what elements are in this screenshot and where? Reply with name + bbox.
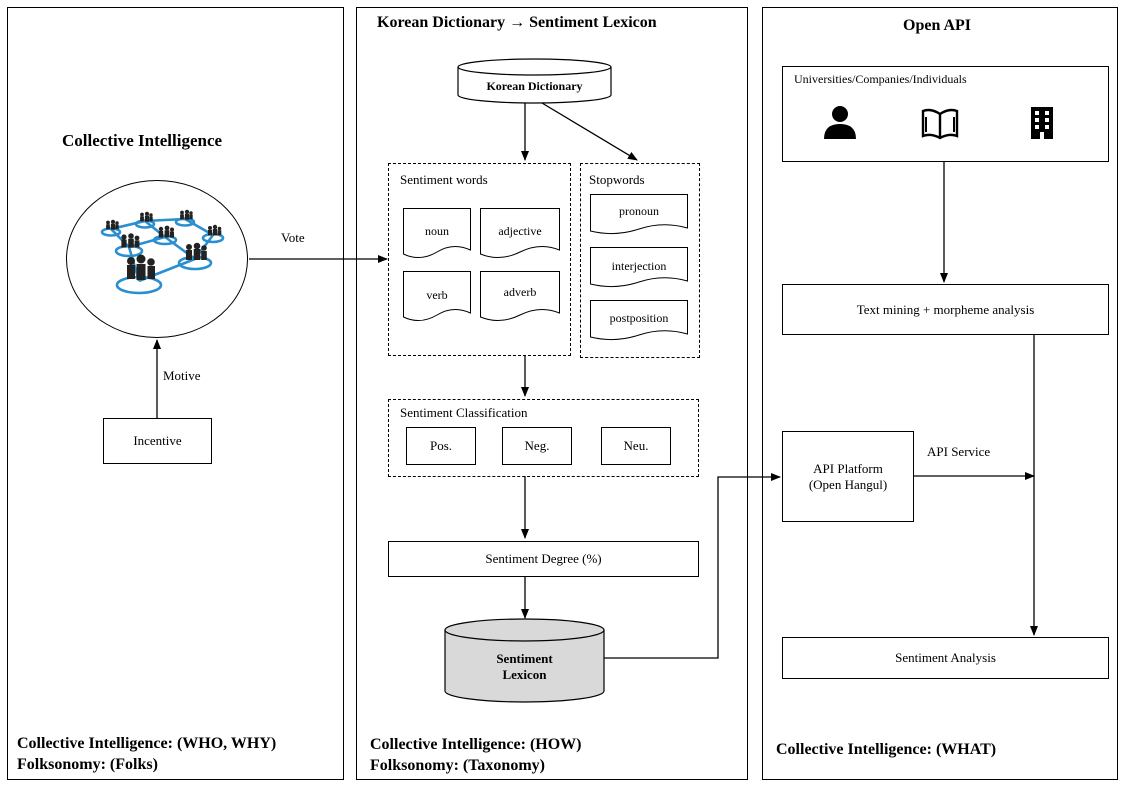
sentiment-degree-box: Sentiment Degree (%) xyxy=(388,541,699,577)
stopwords-label: Stopwords xyxy=(589,172,645,187)
middle-panel xyxy=(356,7,748,780)
api-service-label: API Service xyxy=(927,444,991,459)
doc-pronoun: pronoun xyxy=(590,194,688,236)
doc-verb: verb xyxy=(403,271,471,323)
vote-label: Vote xyxy=(281,230,305,245)
right-title: Open API xyxy=(903,17,972,34)
book-icon xyxy=(921,108,959,140)
class-neu: Neu. xyxy=(601,427,671,465)
dictionary-to-stopwords-arrow xyxy=(541,102,638,161)
korean-dictionary-label: Korean Dictionary xyxy=(486,79,583,93)
api-platform-box: API Platform (Open Hangul) xyxy=(782,431,914,522)
people-network-icon xyxy=(100,209,225,295)
middle-footer-line2: Folksonomy: (Taxonomy) xyxy=(370,757,545,774)
left-heading: Collective Intelligence xyxy=(62,131,223,150)
lexicon-label-line2: Lexicon xyxy=(502,667,547,682)
sentiment-words-label: Sentiment words xyxy=(400,172,488,187)
doc-adverb: adverb xyxy=(480,271,560,323)
korean-dictionary-db: Korean Dictionary xyxy=(457,58,612,104)
sentiment-classification-label: Sentiment Classification xyxy=(400,405,528,420)
sentiment-words-group xyxy=(388,163,571,356)
middle-footer-line1: Collective Intelligence: (HOW) xyxy=(370,736,582,753)
right-footer: Collective Intelligence: (WHAT) xyxy=(776,741,997,758)
doc-noun: noun xyxy=(403,208,471,260)
doc-postposition: postposition xyxy=(590,300,688,342)
sentiment-lexicon-db: Sentiment Lexicon xyxy=(444,618,605,704)
right-panel xyxy=(762,7,1118,780)
class-neg: Neg. xyxy=(502,427,572,465)
stopwords-group xyxy=(580,163,700,358)
sentiment-analysis-box: Sentiment Analysis xyxy=(782,637,1109,679)
left-footer-line1: Collective Intelligence: (WHO, WHY) xyxy=(17,735,277,752)
building-icon xyxy=(1031,107,1053,139)
doc-interjection: interjection xyxy=(590,247,688,289)
lexicon-label-line1: Sentiment xyxy=(496,651,553,666)
api-platform-line2: (Open Hangul) xyxy=(808,476,888,492)
doc-adjective: adjective xyxy=(480,208,560,260)
middle-title: Korean Dictionary → Sentiment Lexicon xyxy=(377,14,657,31)
incentive-box: Incentive xyxy=(103,418,212,464)
users-label: Universities/Companies/Individuals xyxy=(794,72,967,86)
network-illustration xyxy=(66,180,248,338)
text-mining-box: Text mining + morpheme analysis xyxy=(782,284,1109,335)
person-icon xyxy=(824,106,856,139)
sentiment-classification-group xyxy=(388,399,699,477)
api-platform-line1: API Platform xyxy=(813,460,883,476)
class-pos: Pos. xyxy=(406,427,476,465)
left-footer-line2: Folksonomy: (Folks) xyxy=(17,756,158,773)
motive-label: Motive xyxy=(163,368,201,383)
left-panel xyxy=(7,7,344,780)
lexicon-to-api-arrow xyxy=(604,473,781,659)
